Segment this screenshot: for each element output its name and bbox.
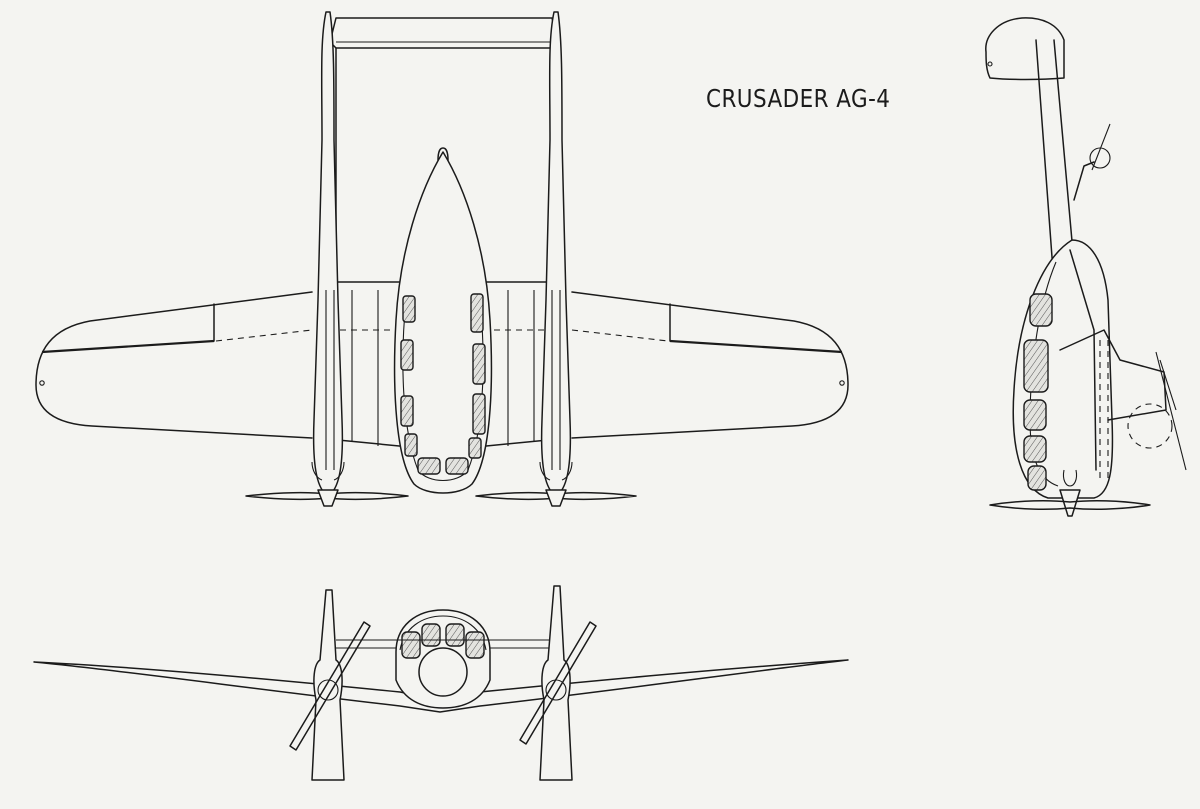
left-wing <box>35 291 313 439</box>
right-boom <box>540 11 572 497</box>
left-boom <box>312 11 344 497</box>
drawing-title: CRUSADER AG-4 <box>706 84 891 113</box>
side-propeller <box>989 500 1151 510</box>
plan-view <box>35 11 849 507</box>
front-view <box>33 585 849 781</box>
left-propeller <box>245 491 409 501</box>
left-aileron-hinge <box>41 339 215 354</box>
fin <box>985 17 1065 81</box>
right-propeller <box>475 491 637 501</box>
right-aileron-hinge <box>669 339 843 354</box>
right-wing <box>571 291 849 439</box>
front-right-propeller <box>519 621 597 745</box>
front-wing <box>33 659 849 713</box>
tailplane <box>329 17 559 49</box>
side-view <box>985 17 1187 517</box>
front-right-boom <box>539 585 573 781</box>
front-left-boom <box>311 589 345 781</box>
fuselage-pod <box>393 151 493 494</box>
front-left-propeller <box>289 621 371 751</box>
